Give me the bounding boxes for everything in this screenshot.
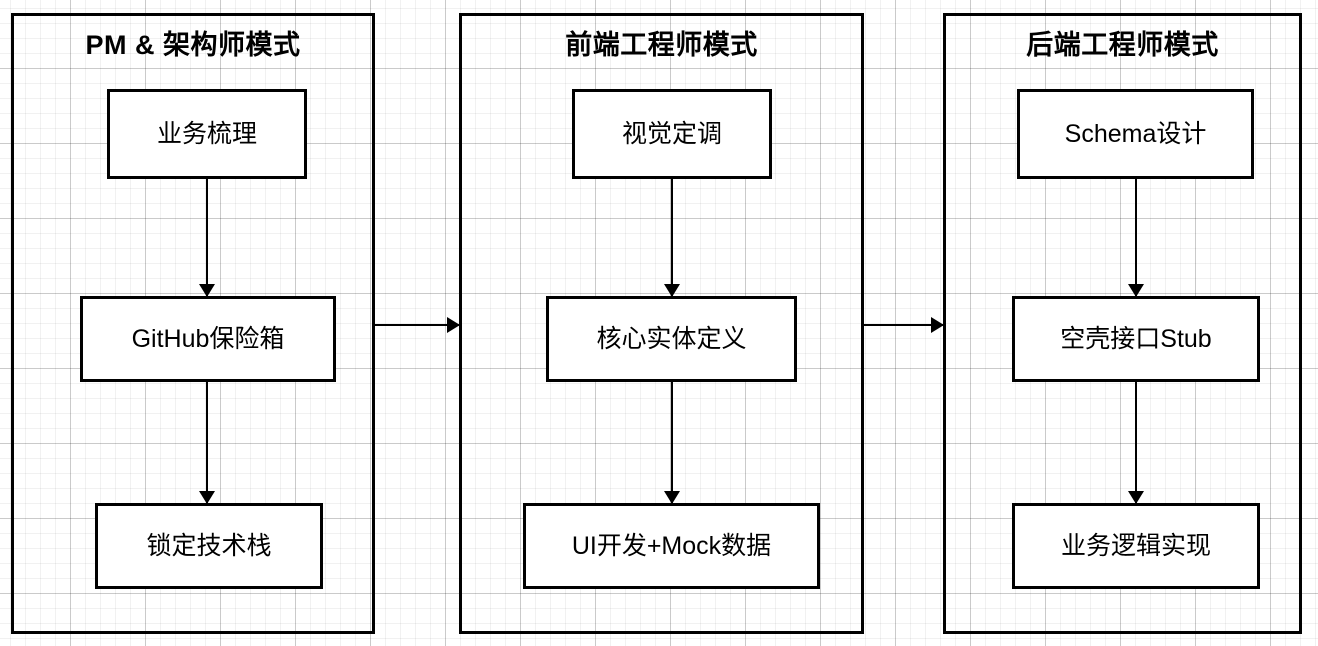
connector-arrow-lane1-to-lane2: [375, 324, 459, 326]
node-label: 锁定技术栈: [146, 531, 272, 560]
connector-arrow-lane2-to-lane3: [864, 324, 943, 326]
node-visual-tone[interactable]: 视觉定调: [572, 89, 772, 179]
node-label: GitHub保险箱: [131, 324, 285, 353]
node-business-review[interactable]: 业务梳理: [107, 89, 307, 179]
connector-arrow-down: [206, 179, 208, 296]
node-github-vault[interactable]: GitHub保险箱: [80, 296, 336, 382]
connector-arrow-down: [1135, 382, 1137, 503]
node-label: 视觉定调: [621, 119, 722, 148]
node-core-entity-definition[interactable]: 核心实体定义: [546, 296, 797, 382]
lane-title-pm-architect: PM & 架构师模式: [85, 30, 301, 60]
node-stub-interface[interactable]: 空壳接口Stub: [1012, 296, 1260, 382]
lane-title-frontend-engineer: 前端工程师模式: [565, 30, 758, 60]
node-label: 业务梳理: [156, 119, 257, 148]
node-business-logic[interactable]: 业务逻辑实现: [1012, 503, 1260, 589]
connector-arrow-down: [206, 382, 208, 503]
node-label: 业务逻辑实现: [1060, 531, 1211, 560]
connector-arrow-down: [671, 179, 673, 296]
node-label: 核心实体定义: [596, 324, 747, 353]
node-label: UI开发+Mock数据: [571, 531, 772, 560]
node-label: 空壳接口Stub: [1060, 324, 1212, 353]
connector-arrow-down: [671, 382, 673, 503]
connector-arrow-down: [1135, 179, 1137, 296]
lane-pm-architect[interactable]: PM & 架构师模式: [11, 13, 375, 634]
node-schema-design[interactable]: Schema设计: [1017, 89, 1254, 179]
node-lock-techstack[interactable]: 锁定技术栈: [95, 503, 323, 589]
node-label: Schema设计: [1064, 119, 1207, 148]
lane-backend-engineer[interactable]: 后端工程师模式: [943, 13, 1302, 634]
lane-title-backend-engineer: 后端工程师模式: [1026, 30, 1219, 60]
lane-frontend-engineer[interactable]: 前端工程师模式: [459, 13, 864, 634]
node-ui-dev-mock-data[interactable]: UI开发+Mock数据: [523, 503, 820, 589]
